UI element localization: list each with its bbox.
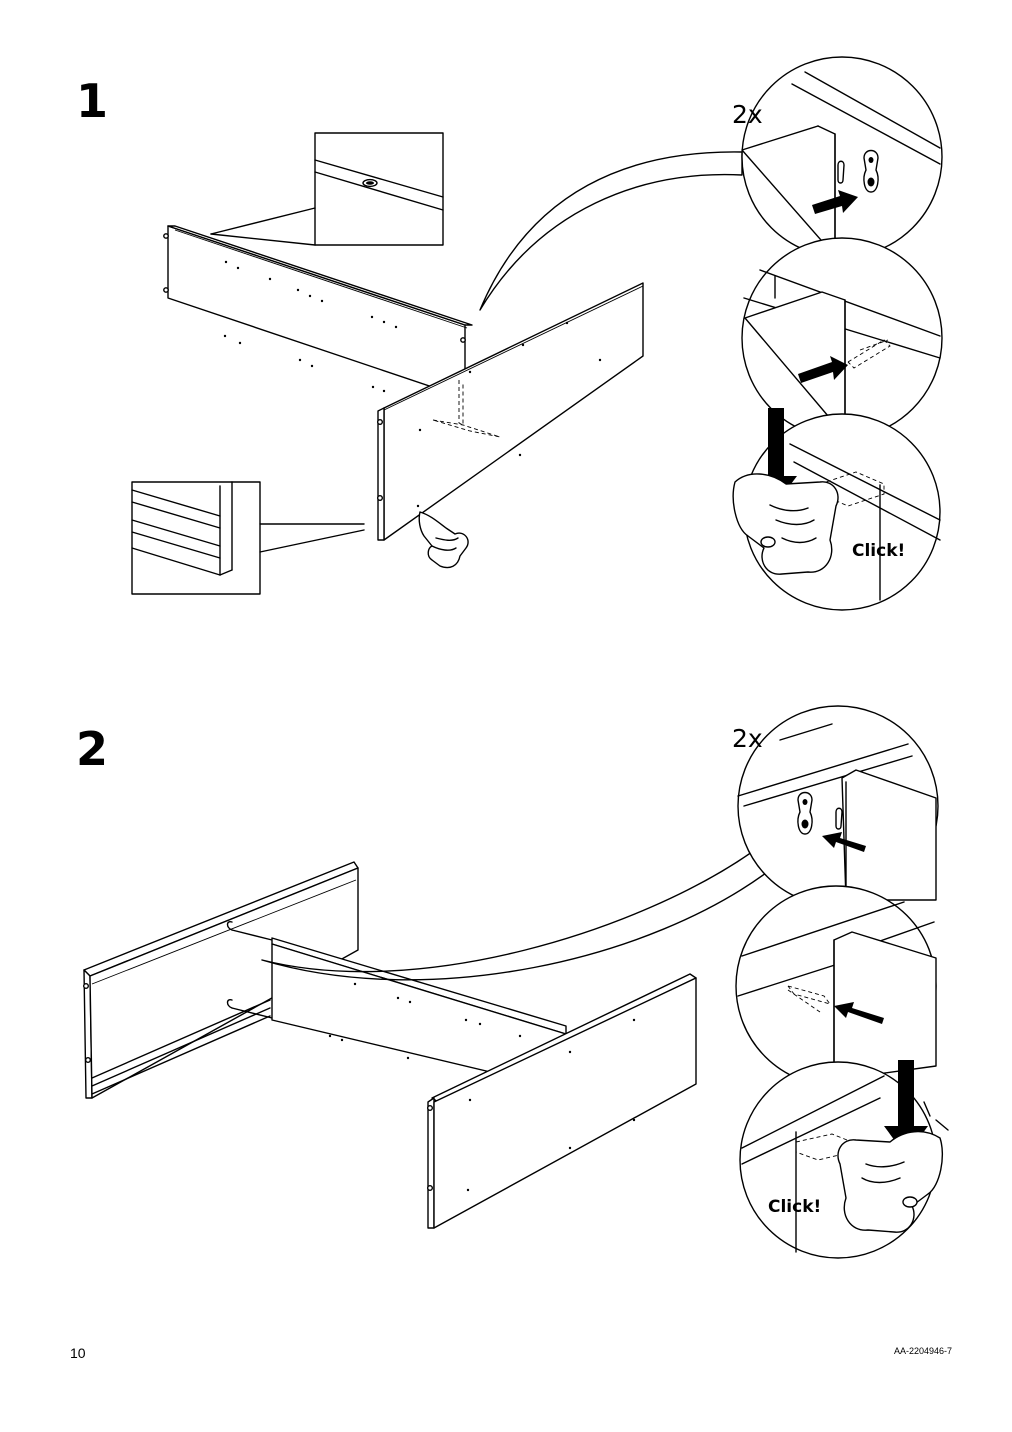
- step-2-front-panel: [82, 861, 359, 1099]
- step-1-hand-icon: [418, 511, 469, 569]
- step-1-detail-box-hole: [210, 132, 444, 246]
- step-1-callout-arc: [479, 151, 743, 311]
- step-2-zoom-circle-top: [737, 705, 939, 907]
- step-2-illustration: [82, 705, 949, 1259]
- step-1-back-panel: [163, 225, 473, 399]
- step-1-side-panel: [377, 282, 644, 541]
- step-1-click-label: Click!: [852, 541, 906, 561]
- step-1-number: 1: [76, 74, 109, 128]
- step-1-quantity-label: 2x: [732, 100, 763, 129]
- step-2-quantity-label: 2x: [732, 724, 763, 753]
- step-2-zoom-circle-bottom: [739, 1060, 949, 1259]
- step-2-zoom-circle-middle: [735, 885, 937, 1087]
- step-2-number: 2: [76, 722, 109, 776]
- step-1-zoom-circle-bottom: [732, 408, 941, 611]
- step-1-zoom-circle-middle: [741, 237, 943, 439]
- step-2-click-label: Click!: [768, 1197, 822, 1217]
- step-1-detail-box-groove: [131, 481, 365, 595]
- document-id: AA-2204946-7: [894, 1346, 953, 1356]
- page-number: 10: [70, 1345, 86, 1361]
- step-1-zoom-circle-top: [741, 56, 943, 258]
- step-2-side-panel: [427, 973, 697, 1229]
- step-1-illustration: [131, 56, 943, 611]
